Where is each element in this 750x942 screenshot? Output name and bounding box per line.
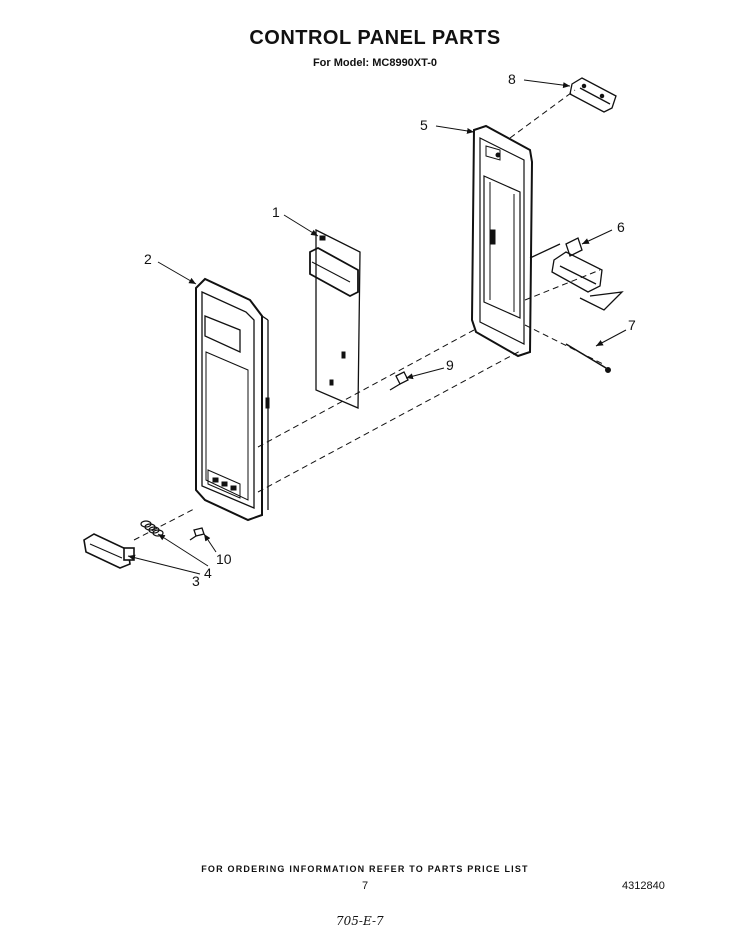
part-9-screw — [389, 371, 409, 391]
assembly-guide-lines — [133, 89, 606, 541]
part-7-rod — [565, 343, 611, 373]
callout-4: 4 — [204, 565, 212, 581]
part-3-knob — [83, 533, 135, 569]
page-title: CONTROL PANEL PARTS — [249, 27, 501, 49]
part-10-small-screw — [189, 527, 205, 541]
handwritten-note: 705-E-7 — [336, 914, 384, 928]
callout-2: 2 — [144, 251, 152, 267]
callout-8: 8 — [508, 71, 516, 87]
callout-3: 3 — [192, 573, 200, 589]
part-1-control-board — [309, 228, 361, 409]
part-5-control-panel-frame — [470, 124, 534, 358]
callout-10: 10 — [216, 551, 232, 567]
part-2-control-panel-front — [195, 277, 270, 522]
callout-numbers: 1 2 3 4 5 6 7 8 9 10 — [144, 71, 636, 589]
callout-5: 5 — [420, 117, 428, 133]
ordering-note: FOR ORDERING INFORMATION REFER TO PARTS … — [201, 864, 529, 874]
part-8-top-bracket — [569, 77, 617, 113]
part-4-spring — [140, 520, 164, 537]
callout-6: 6 — [617, 219, 625, 235]
page-number: 7 — [362, 880, 369, 892]
part-6-latch — [529, 237, 624, 311]
callout-1: 1 — [272, 204, 280, 220]
callout-9: 9 — [446, 357, 454, 373]
model-subtitle: For Model: MC8990XT-0 — [312, 57, 438, 69]
callout-7: 7 — [628, 317, 636, 333]
document-number: 4312840 — [622, 880, 665, 892]
callout-leaders — [127, 79, 627, 575]
